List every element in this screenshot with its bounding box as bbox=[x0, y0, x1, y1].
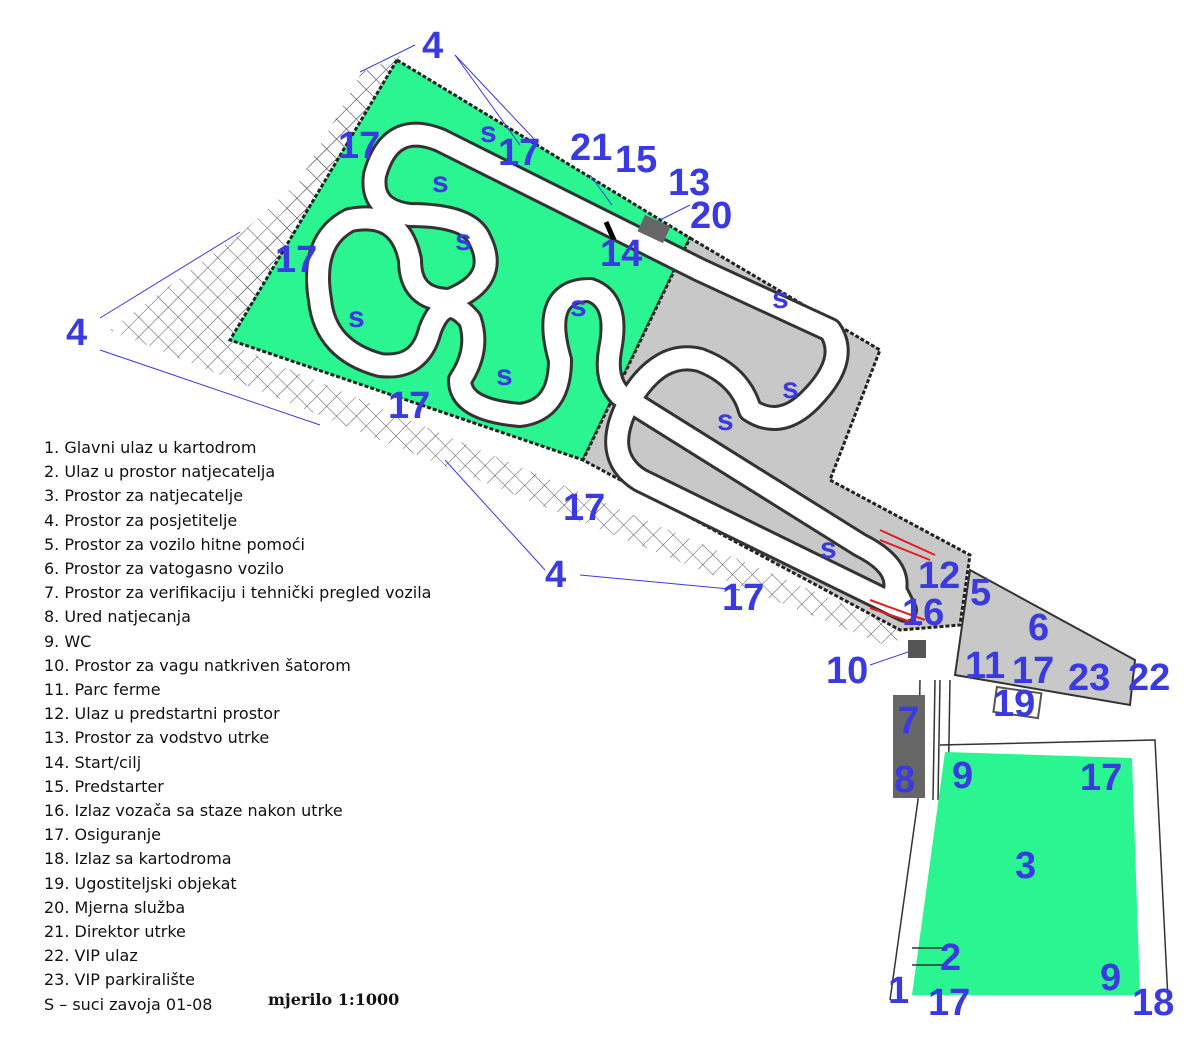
label-17: 17 bbox=[1080, 757, 1122, 799]
legend-item: 11. Parc ferme bbox=[44, 680, 161, 700]
label-17: 17 bbox=[275, 239, 317, 281]
legend-item: 6. Prostor za vatogasno vozilo bbox=[44, 559, 285, 579]
label-13: 13 bbox=[668, 162, 710, 204]
label-17: 17 bbox=[388, 385, 430, 427]
legend-item: 14. Start/cilj bbox=[44, 752, 142, 772]
technical-inspection-building bbox=[893, 695, 925, 798]
label-3: 3 bbox=[1015, 845, 1036, 887]
label-12: 12 bbox=[918, 555, 960, 597]
label-5: 5 bbox=[970, 572, 991, 614]
label-8: 8 bbox=[894, 759, 915, 801]
label-1: 1 bbox=[888, 970, 909, 1012]
legend-item: 1. Glavni ulaz u kartodrom bbox=[44, 438, 257, 457]
race-track bbox=[305, 121, 918, 623]
legend-item: S – suci zavoja 01-08 bbox=[44, 994, 213, 1014]
legend-item: 4. Prostor za posjetitelje bbox=[44, 510, 238, 530]
label-16: 16 bbox=[902, 592, 944, 634]
label-15: 15 bbox=[615, 139, 657, 181]
label-20: 20 bbox=[690, 195, 732, 237]
label-s: s bbox=[772, 282, 789, 315]
legend-item: 9. WC bbox=[44, 631, 92, 651]
label-6: 6 bbox=[1028, 607, 1049, 649]
legend-item: 15. Predstarter bbox=[44, 776, 164, 796]
competitors-fence bbox=[912, 739, 1169, 1001]
label-19: 19 bbox=[993, 683, 1035, 725]
scale-label: mjerilo 1:1000 bbox=[268, 990, 400, 1009]
label-14: 14 bbox=[600, 233, 642, 275]
label-18: 18 bbox=[1132, 982, 1174, 1024]
legend-item: 7. Prostor za verifikaciju i tehnički pr… bbox=[44, 583, 432, 603]
pointer-lines bbox=[99, 44, 909, 666]
map-labels: 4 4 4 17 17 17 17 17 17 17 17 17 21 15 1… bbox=[66, 25, 1174, 1024]
map-legend: 1. Glavni ulaz u kartodrom 2. Ulaz u pros… bbox=[44, 436, 474, 1017]
label-s: s bbox=[348, 301, 365, 334]
label-s: s bbox=[570, 290, 587, 323]
label-9: 9 bbox=[952, 755, 973, 797]
label-s: s bbox=[820, 532, 837, 565]
label-4: 4 bbox=[66, 312, 87, 354]
label-17: 17 bbox=[1012, 650, 1054, 692]
label-17: 17 bbox=[563, 487, 605, 529]
visitor-area-hatched-top bbox=[212, 55, 400, 346]
label-10: 10 bbox=[826, 650, 868, 692]
label-4: 4 bbox=[422, 25, 443, 67]
legend-item: 12. Ulaz u predstartni prostor bbox=[44, 704, 280, 724]
legend-item: 5. Prostor za vozilo hitne pomoći bbox=[44, 534, 305, 554]
label-17: 17 bbox=[338, 125, 380, 167]
label-21: 21 bbox=[570, 127, 612, 169]
label-s: s bbox=[432, 166, 449, 199]
legend-item: 8. Ured natjecanja bbox=[44, 607, 191, 627]
label-11: 11 bbox=[965, 645, 1005, 687]
scale-tent bbox=[908, 640, 926, 658]
label-9: 9 bbox=[1100, 957, 1121, 999]
label-s: s bbox=[496, 359, 513, 392]
legend-item: 16. Izlaz vozača sa staze nakon utrke bbox=[44, 801, 343, 821]
label-s: s bbox=[480, 116, 497, 149]
restaurant-building bbox=[992, 685, 1043, 720]
legend-item: 23. VIP parkiralište bbox=[44, 970, 195, 990]
legend-item: 19. Ugostiteljski objekat bbox=[44, 873, 237, 893]
legend-item: 22. VIP ulaz bbox=[44, 946, 138, 966]
pit-arrows bbox=[869, 529, 936, 626]
label-4: 4 bbox=[545, 554, 566, 596]
legend-item: 17. Osiguranje bbox=[44, 825, 162, 845]
race-control-building bbox=[637, 214, 671, 244]
label-17: 17 bbox=[928, 982, 970, 1024]
legend-item: 13. Prostor za vodstvo utrke bbox=[44, 728, 270, 748]
label-22: 22 bbox=[1128, 657, 1170, 699]
legend-item: 3. Prostor za natjecatelje bbox=[44, 486, 244, 506]
legend-item: 10. Prostor za vagu natkriven šatorom bbox=[44, 655, 351, 675]
label-17: 17 bbox=[498, 132, 540, 174]
legend-item: 2. Ulaz u prostor natjecatelja bbox=[44, 462, 276, 482]
legend-item: 18. Izlaz sa kartodroma bbox=[44, 849, 232, 869]
legend-item: 20. Mjerna služba bbox=[44, 897, 186, 917]
pit-area bbox=[953, 568, 1137, 707]
label-s: s bbox=[782, 372, 799, 405]
legend-item: 21. Direktor utrke bbox=[44, 922, 186, 942]
competitors-area bbox=[912, 752, 1140, 995]
label-23: 23 bbox=[1068, 657, 1110, 699]
label-7: 7 bbox=[898, 700, 919, 742]
start-finish-line bbox=[603, 220, 617, 242]
label-s: s bbox=[717, 404, 734, 437]
label-2: 2 bbox=[940, 937, 961, 979]
label-17: 17 bbox=[722, 577, 764, 619]
label-s: s bbox=[455, 224, 472, 257]
